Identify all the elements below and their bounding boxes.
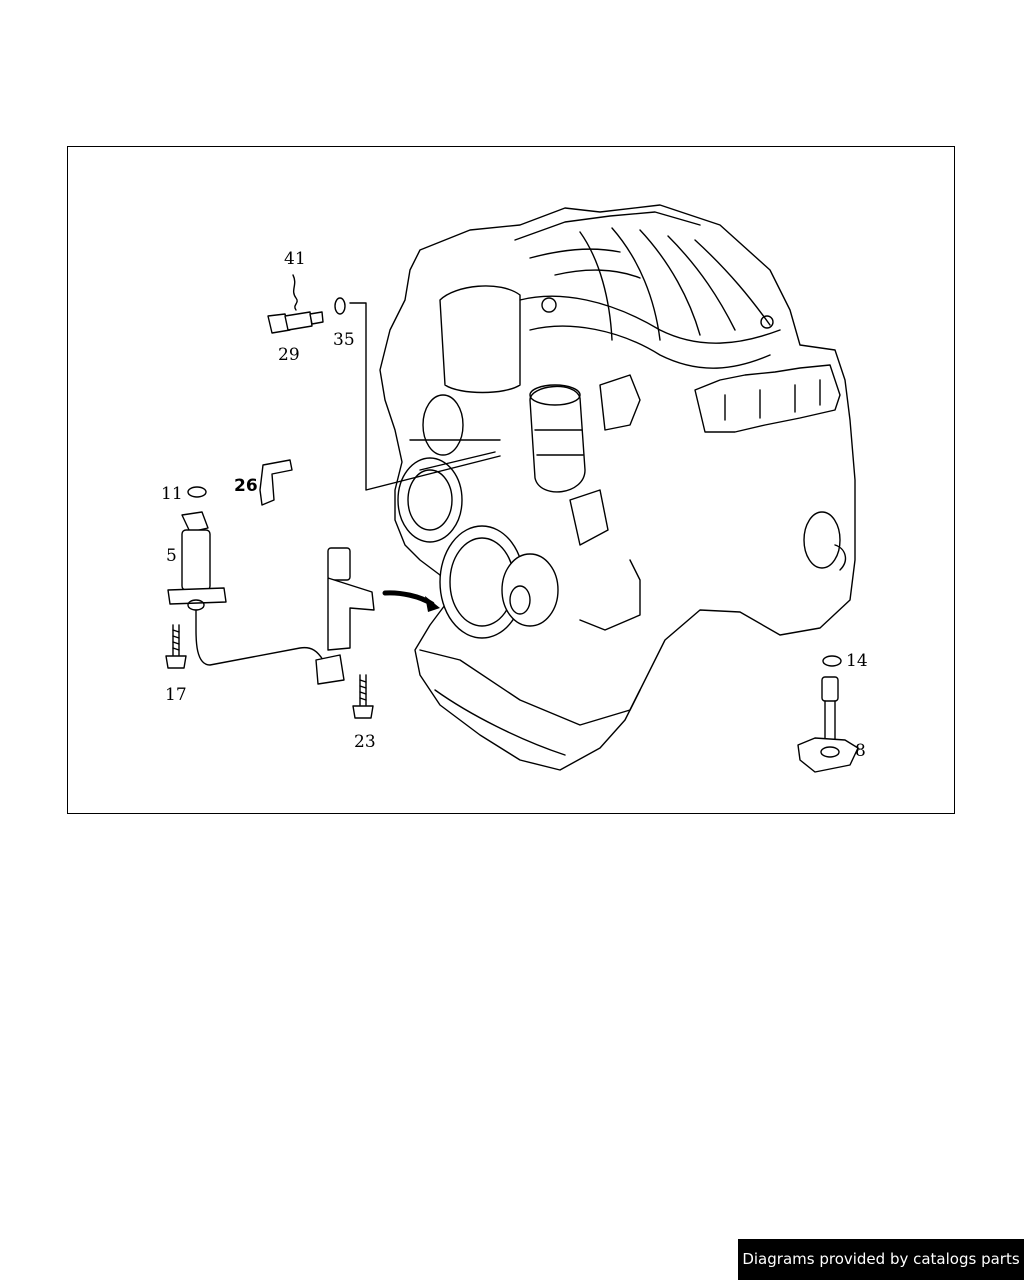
callout-35: 35 <box>333 330 355 350</box>
callout-41: 41 <box>284 249 306 269</box>
part-23-bolt <box>352 674 374 719</box>
callout-14: 14 <box>846 651 868 671</box>
part-17-bolt <box>165 624 187 669</box>
crank-sensor <box>315 547 375 685</box>
callout-29: 29 <box>278 345 300 365</box>
part-5-sensor <box>167 511 324 666</box>
part-41-wire <box>292 274 298 311</box>
part-8-sensor <box>797 676 859 773</box>
part-11-oring <box>187 486 207 498</box>
part-14-oring <box>822 655 842 667</box>
part-26-bracket <box>259 459 293 506</box>
parts-diagram-frame <box>67 146 955 814</box>
callout-23: 23 <box>354 732 376 752</box>
callout-17: 17 <box>165 685 187 705</box>
credit-badge: Diagrams provided by catalogs parts <box>738 1239 1024 1280</box>
callout-5: 5 <box>166 546 177 566</box>
callout-11: 11 <box>161 484 183 504</box>
part-29-sensor <box>267 311 324 334</box>
engine-illustration <box>379 204 856 771</box>
callout-8: 8 <box>855 741 866 761</box>
callout-26: 26 <box>234 476 258 496</box>
leader-line-35 <box>349 302 501 491</box>
part-35-seal <box>334 297 346 315</box>
